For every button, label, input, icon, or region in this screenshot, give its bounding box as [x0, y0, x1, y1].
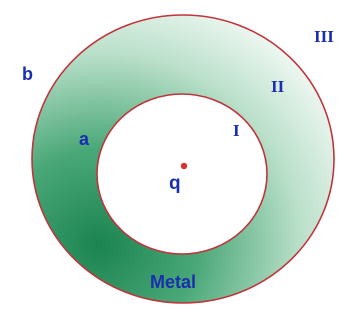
outer-boundary	[31, 14, 335, 304]
charge-dot	[180, 162, 188, 170]
label-b: b	[22, 64, 33, 84]
inner-boundary	[96, 93, 268, 255]
label-metal: Metal	[150, 272, 196, 292]
label-region-III: III	[314, 27, 334, 46]
label-a: a	[79, 129, 90, 149]
metal-shell	[32, 15, 334, 303]
label-charge: q	[169, 173, 181, 194]
label-region-I: I	[233, 121, 240, 140]
label-region-II: II	[271, 77, 285, 96]
